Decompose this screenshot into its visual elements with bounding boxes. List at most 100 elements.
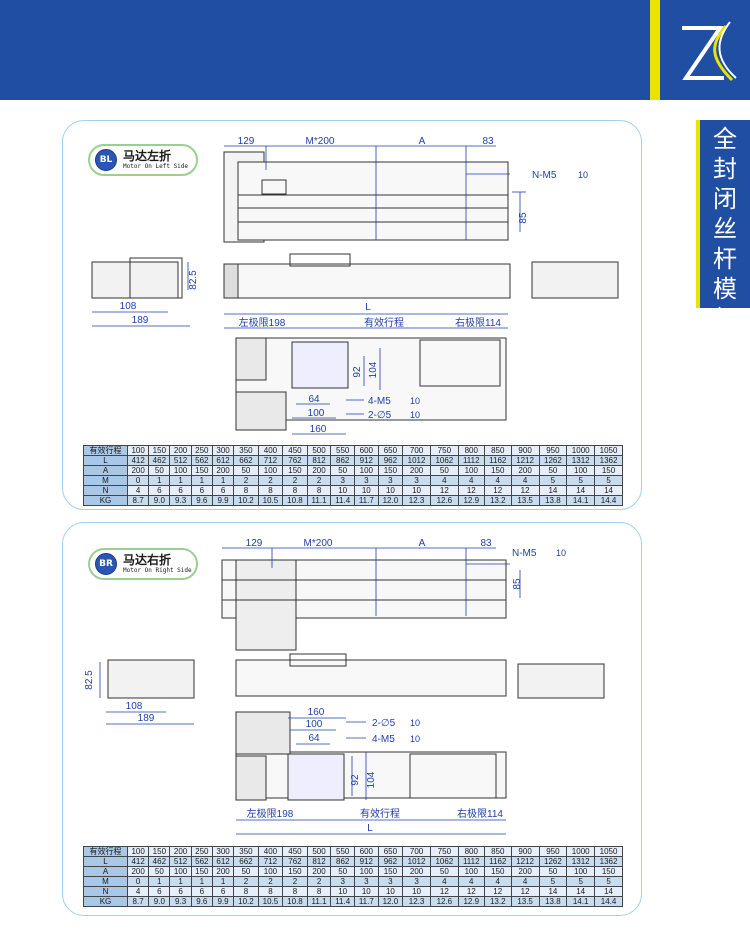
dim-129: 129: [246, 538, 263, 549]
spec-cell: 14.4: [594, 896, 623, 907]
spec-cell: 5: [538, 876, 568, 887]
dim-l: L: [365, 302, 371, 313]
dim-104: 104: [366, 771, 377, 788]
spec-cell: 12: [457, 886, 485, 897]
badge-code: BR: [95, 553, 117, 575]
dim-189: 189: [132, 315, 149, 326]
dim-160: 160: [308, 707, 325, 718]
dim-129: 129: [238, 136, 255, 147]
dim-pin-holes: 2-∅5: [368, 410, 392, 421]
category-tab: 全封闭丝杆模组: [696, 120, 750, 333]
spec-row-label: M: [83, 876, 128, 887]
spec-cell: 3: [402, 876, 431, 887]
zk-logo-icon: [682, 21, 737, 82]
spec-cell: 1: [148, 876, 171, 887]
spec-cell: 4: [126, 886, 150, 897]
spec-cell: 900: [510, 846, 540, 857]
spec-cell: 12.3: [402, 896, 431, 907]
spec-cell: 10: [330, 886, 355, 897]
spec-cell: 712: [257, 856, 284, 867]
dim-nm5-depth: 10: [556, 548, 566, 558]
spec-cell: 800: [457, 846, 485, 857]
spec-cell: 200: [169, 846, 192, 857]
badge-subtitle: Motor On Left Side: [123, 163, 189, 170]
spec-cell: 8: [257, 886, 284, 897]
spec-cell: 10.8: [282, 896, 308, 907]
spec-cell: 14: [594, 886, 623, 897]
dim-83: 83: [482, 136, 494, 147]
spec-cell: 12.0: [377, 896, 404, 907]
spec-cell: 8: [306, 886, 332, 897]
spec-cell: 600: [354, 846, 379, 857]
dim-m5-depth: 10: [410, 396, 420, 406]
spec-cell: 1000: [566, 846, 596, 857]
category-tab-label: 全封闭丝杆模组: [713, 125, 737, 333]
spec-cell: 500: [306, 846, 332, 857]
spec-cell: 13.2: [483, 495, 512, 506]
spec-cell: 100: [126, 846, 150, 857]
spec-cell: 12.6: [429, 896, 459, 907]
spec-cell: 1312: [566, 856, 596, 867]
spec-cell: 250: [190, 846, 213, 857]
dim-m200: M*200: [306, 136, 335, 147]
dim-83: 83: [480, 538, 492, 549]
spec-cell: 11.1: [306, 896, 332, 907]
badge-title: 马达右折: [123, 553, 172, 567]
spec-row-label: N: [83, 886, 128, 897]
spec-cell: 11.4: [330, 495, 355, 506]
dim-stroke: 有效行程: [360, 807, 400, 820]
spec-cell: 11.1: [306, 495, 332, 506]
spec-cell: 4: [483, 876, 512, 887]
dim-l: L: [367, 823, 373, 834]
spec-cell: 12: [429, 886, 459, 897]
dim-85: 85: [518, 212, 529, 224]
dim-100: 100: [308, 408, 325, 419]
badge-title: 马达左折: [123, 149, 172, 163]
dim-189: 189: [138, 713, 155, 724]
spec-cell: 762: [282, 856, 308, 867]
dim-108: 108: [120, 301, 137, 312]
dim-m200: M*200: [304, 538, 333, 549]
spec-cell: 3: [354, 876, 379, 887]
spec-cell: 4: [510, 876, 540, 887]
spec-cell: 9.9: [211, 495, 235, 506]
spec-cell: 50: [330, 866, 355, 877]
spec-cell: 9.0: [148, 896, 171, 907]
dim-a: A: [419, 136, 426, 147]
spec-cell: 6: [211, 886, 235, 897]
dim-104: 104: [368, 361, 379, 378]
spec-cell: 950: [538, 846, 568, 857]
spec-cell: 11.7: [354, 896, 379, 907]
spec-cell: 100: [257, 866, 284, 877]
spec-cell: 1: [169, 876, 192, 887]
dim-100: 100: [306, 719, 323, 730]
spec-cell: 13.5: [510, 896, 540, 907]
spec-cell: 50: [233, 866, 259, 877]
spec-cell: 1362: [594, 856, 623, 867]
spec-row-label: KG: [83, 896, 128, 907]
spec-cell: 350: [233, 846, 259, 857]
spec-cell: 9.9: [211, 896, 235, 907]
header-stripe: [650, 0, 660, 100]
spec-cell: 1062: [429, 856, 459, 867]
spec-cell: 1112: [457, 856, 485, 867]
dim-92: 92: [352, 366, 363, 378]
spec-cell: 150: [148, 846, 171, 857]
spec-cell: 1212: [510, 856, 540, 867]
spec-cell: 612: [211, 856, 235, 867]
spec-cell: 10: [377, 886, 404, 897]
dim-64: 64: [308, 394, 320, 405]
spec-cell: 150: [594, 866, 623, 877]
spec-row-label: L: [83, 856, 128, 867]
dim-92: 92: [350, 774, 361, 786]
spec-cell: 1262: [538, 856, 568, 867]
spec-cell: 700: [402, 846, 431, 857]
dim-pin-depth: 10: [410, 718, 420, 728]
spec-cell: 9.6: [190, 896, 213, 907]
